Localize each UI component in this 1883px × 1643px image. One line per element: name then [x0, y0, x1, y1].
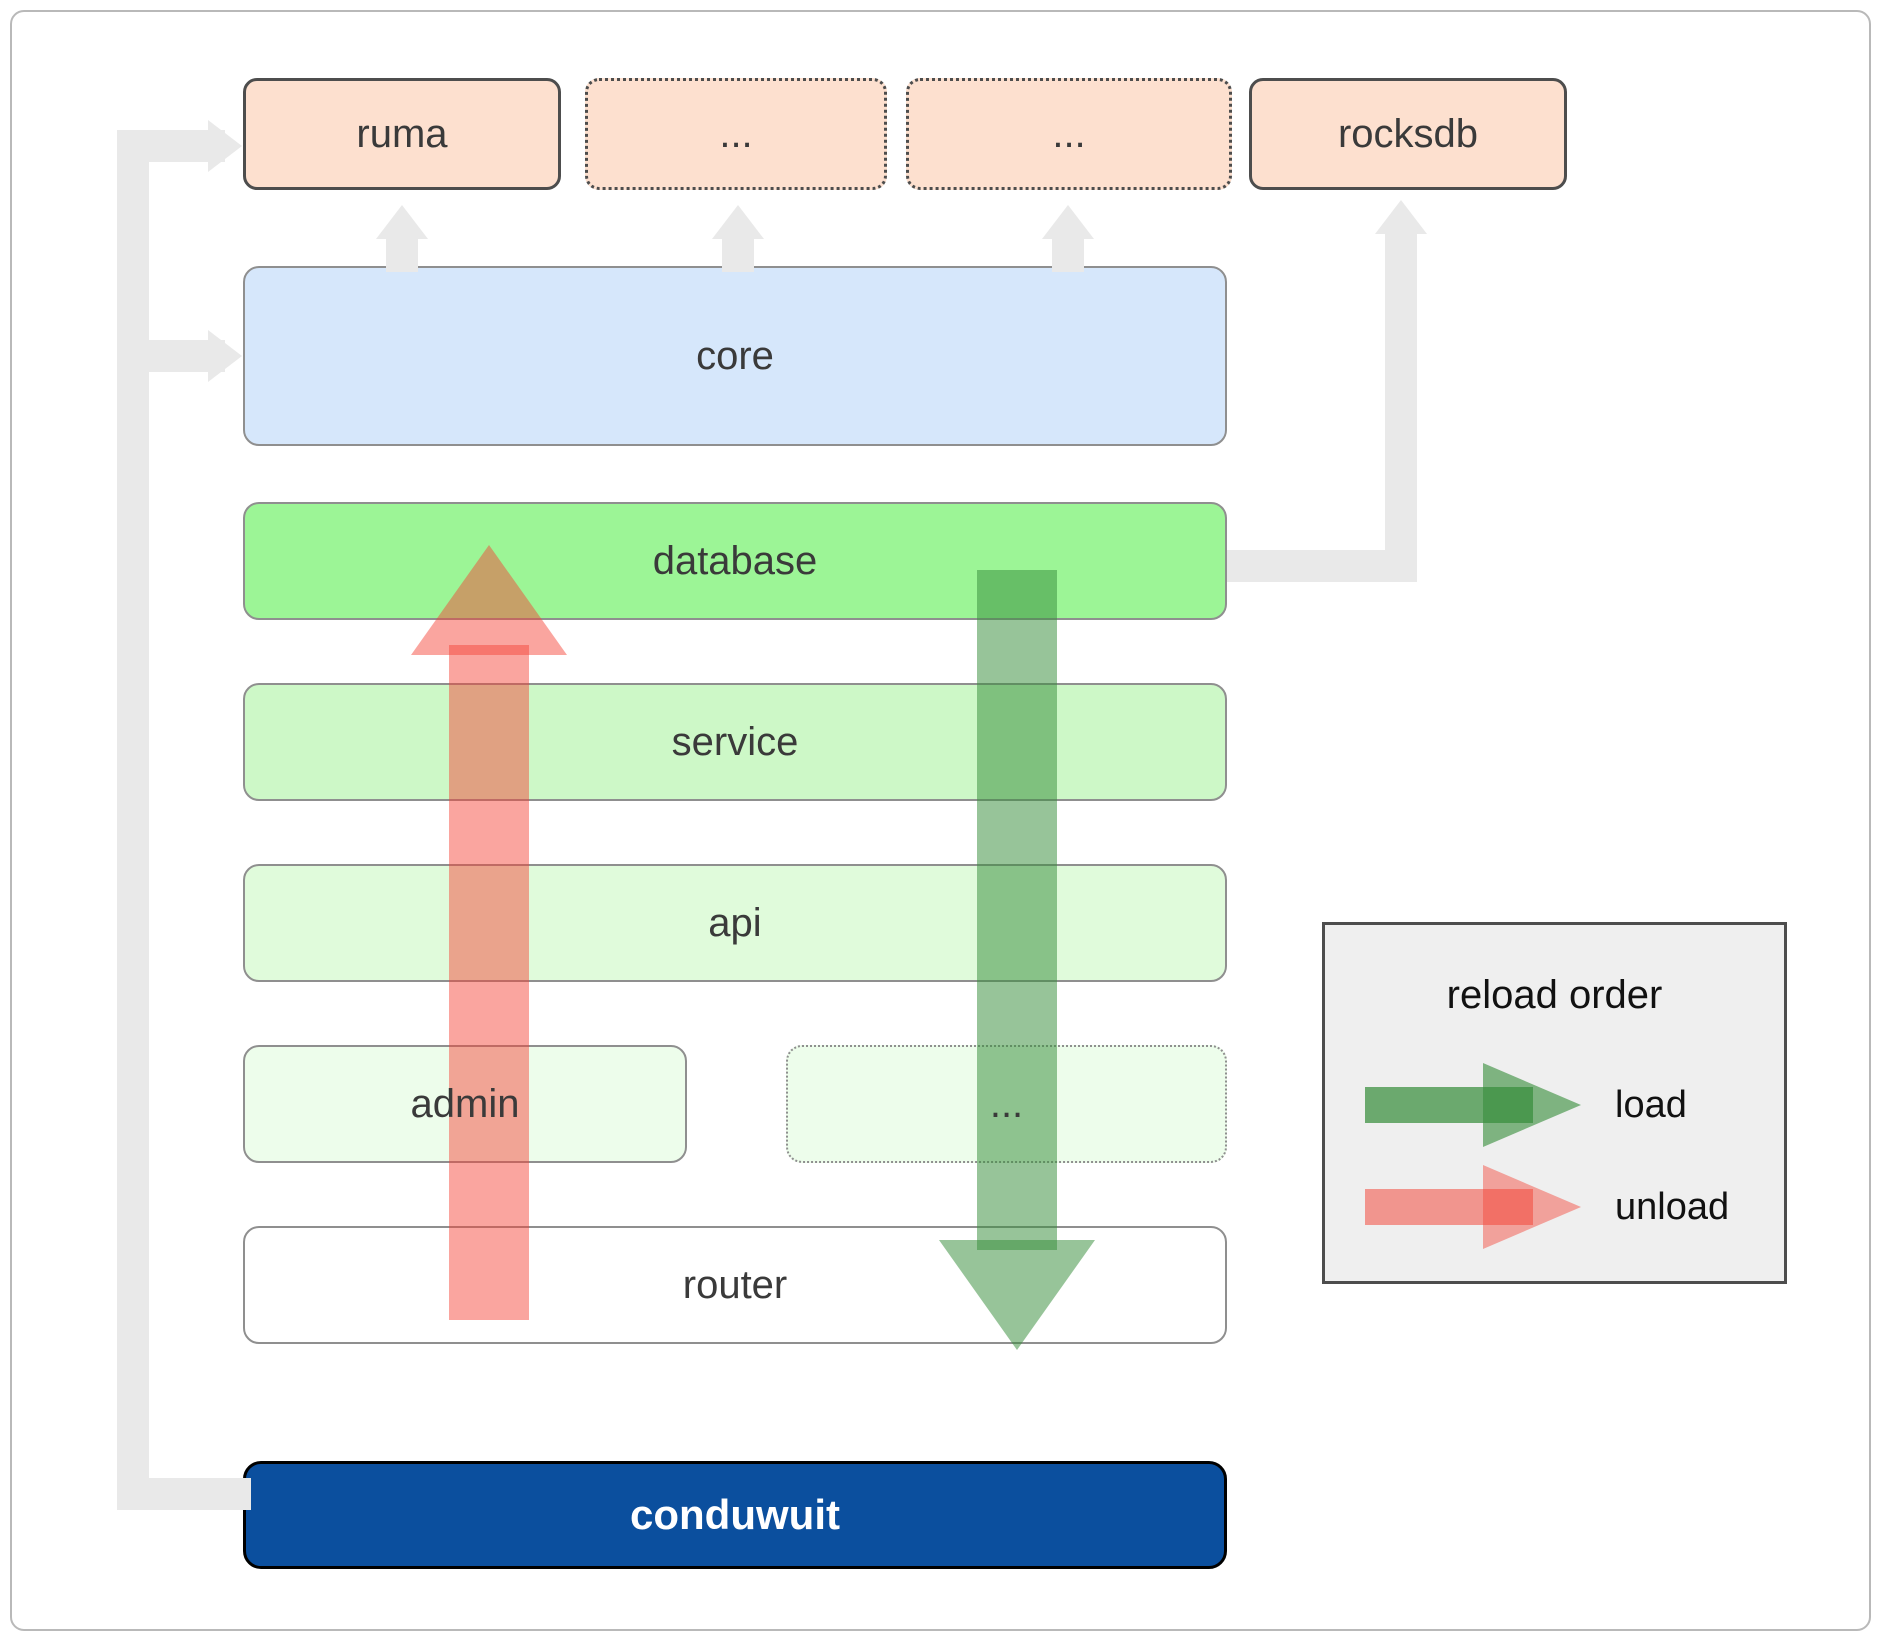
layer-label: core	[696, 333, 774, 378]
connector-arrow-core-ruma	[376, 205, 428, 239]
dependency-box-ellipsis-1[interactable]: ...	[585, 78, 887, 190]
layer-box-admin[interactable]: admin	[243, 1045, 687, 1163]
layer-box-api[interactable]: api	[243, 864, 1227, 982]
layer-box-core[interactable]: core	[243, 266, 1227, 446]
connector-bottom-left	[117, 1478, 251, 1510]
dependency-box-ruma[interactable]: ruma	[243, 78, 561, 190]
legend-title: reload order	[1446, 973, 1663, 1017]
unload-arrow-icon	[1365, 1165, 1581, 1249]
layer-box-service[interactable]: service	[243, 683, 1227, 801]
connector-arrow-core-dep2	[712, 205, 764, 239]
root-label: conduwuit	[630, 1491, 840, 1538]
legend-panel: reload order load unload	[1322, 922, 1787, 1284]
layer-box-database[interactable]: database	[243, 502, 1227, 620]
dependency-label: rocksdb	[1337, 111, 1479, 156]
legend-row-unload: unload	[1365, 1165, 1729, 1249]
dependency-box-rocksdb[interactable]: rocksdb	[1249, 78, 1567, 190]
layer-label: ...	[989, 1081, 1024, 1126]
layer-label: api	[708, 900, 762, 945]
layer-label: database	[652, 538, 818, 583]
dependency-box-ellipsis-2[interactable]: ...	[906, 78, 1232, 190]
diagram-frame	[10, 10, 1871, 1631]
root-box-conduwuit[interactable]: conduwuit	[243, 1461, 1227, 1569]
connector-arrow-rocksdb	[1375, 200, 1427, 234]
dependency-label: ruma	[356, 111, 448, 156]
connector-branch-ruma	[117, 130, 225, 162]
dependency-label: ...	[1052, 111, 1086, 156]
dependency-label: ...	[719, 111, 753, 156]
layer-label: router	[682, 1262, 788, 1307]
connector-arrow-ruma	[208, 120, 242, 172]
legend-row-load: load	[1365, 1063, 1687, 1147]
legend-label-load: load	[1615, 1083, 1687, 1126]
connector-trunk-left	[117, 130, 149, 1510]
load-shaft	[977, 570, 1057, 1250]
unload-shaft	[449, 645, 529, 1320]
connector-branch-core	[117, 340, 225, 372]
connector-db-up	[1385, 230, 1417, 570]
connector-arrow-core	[208, 330, 242, 382]
layer-label: service	[671, 719, 799, 764]
unload-arrowhead	[411, 545, 567, 655]
load-arrowhead	[939, 1240, 1095, 1350]
legend-label-unload: unload	[1615, 1185, 1730, 1228]
connector-arrow-core-dep3	[1042, 205, 1094, 239]
layer-label: admin	[410, 1081, 520, 1126]
load-arrow-icon	[1365, 1063, 1581, 1147]
